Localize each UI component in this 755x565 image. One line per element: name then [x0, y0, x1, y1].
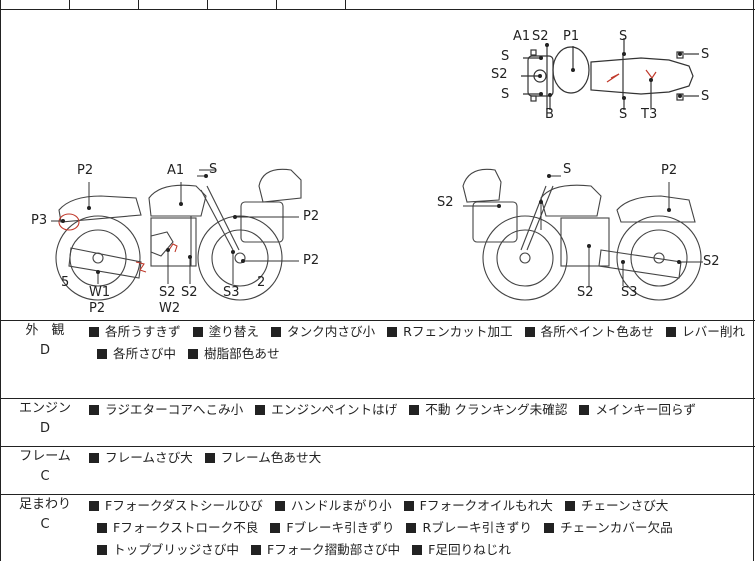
- condition-item: Fフォーク摺動部さび中: [243, 542, 400, 557]
- right-label-s2: S2: [703, 254, 720, 269]
- condition-item: 各所ペイント色あせ: [517, 324, 654, 339]
- condition-item: 各所うすきず: [89, 324, 181, 339]
- left-label-p2: P2: [77, 163, 94, 178]
- top-cell: [1, 0, 70, 9]
- right-label-s3: S3: [621, 285, 638, 300]
- condition-item: Fフォークオイルもれ大: [396, 498, 553, 513]
- motorcycle-left-view: [55, 168, 302, 301]
- top-cell: [69, 0, 139, 9]
- condition-row-engine: エンジン D ラジエターコアへこみ小 エンジンペイントはげ 不動 クランキング未…: [1, 398, 755, 447]
- condition-item: トップブリッジさび中: [89, 542, 239, 557]
- left-label-a1: A1: [167, 163, 185, 178]
- condition-item: 不動 クランキング未確認: [401, 402, 567, 417]
- left-label-s2: S2: [181, 285, 198, 300]
- top-label-s2: S2: [491, 67, 508, 82]
- condition-table: 外 観 D 各所うすきず 塗り替え タンク内さび小 Rフェンカット加工 各所ペイ…: [1, 320, 755, 565]
- top-label-s: S: [501, 49, 510, 64]
- condition-item: レバー削れ: [658, 324, 745, 339]
- left-label-p2: P2: [89, 301, 106, 316]
- left-label-p2: P2: [303, 209, 320, 224]
- top-label-s: S: [619, 107, 628, 122]
- left-label-s: S: [209, 162, 218, 177]
- condition-items: フレームさび大 フレーム色あせ大: [89, 446, 755, 495]
- top-label-s2: S2: [532, 29, 549, 44]
- condition-item: フレームさび大: [89, 450, 193, 465]
- condition-row-frame: フレーム C フレームさび大 フレーム色あせ大: [1, 446, 755, 495]
- right-label-s2: S2: [577, 285, 594, 300]
- left-label-p3: P3: [31, 213, 48, 228]
- left-label-w1: W1: [89, 285, 111, 300]
- condition-item: 塗り替え: [185, 324, 259, 339]
- right-label-p2: P2: [661, 163, 678, 178]
- condition-item: F足回りねじれ: [404, 542, 511, 557]
- motorcycle-illustration: [51, 38, 703, 301]
- category-name: 足まわり: [18, 497, 71, 512]
- condition-item: Rブレーキ引きずり: [398, 520, 532, 535]
- condition-items: 各所うすきず 塗り替え タンク内さび小 Rフェンカット加工 各所ペイント色あせ …: [89, 320, 755, 399]
- top-cell: [207, 0, 277, 9]
- top-cell: [138, 0, 208, 9]
- category-cell: エンジン D: [1, 398, 89, 447]
- category-name: 外 観: [25, 323, 65, 338]
- condition-item: メインキー回らず: [571, 402, 696, 417]
- top-label-b: B: [545, 107, 554, 122]
- condition-item: Fフォークダストシールひび: [89, 498, 263, 513]
- top-table-strip: [1, 0, 755, 10]
- category-grade: D: [39, 343, 50, 358]
- right-label-s: S: [563, 162, 572, 177]
- top-cell: [276, 0, 346, 9]
- category-cell: フレーム C: [1, 446, 89, 495]
- left-label-2: 2: [257, 275, 266, 290]
- condition-item: エンジンペイントはげ: [247, 402, 397, 417]
- condition-items: ラジエターコアへこみ小 エンジンペイントはげ 不動 クランキング未確認 メインキ…: [89, 398, 755, 447]
- top-label-a1: A1: [513, 29, 531, 44]
- top-label-s: S: [501, 87, 510, 102]
- top-label-s: S: [701, 89, 710, 104]
- category-name: エンジン: [18, 401, 71, 416]
- category-cell: 足まわり C: [1, 494, 89, 565]
- condition-item: Rフェンカット加工: [379, 324, 513, 339]
- condition-item: Fブレーキ引きずり: [262, 520, 394, 535]
- condition-item: チェーンカバー欠品: [536, 520, 673, 535]
- condition-item: 樹脂部色あせ: [180, 346, 280, 361]
- motorcycle-right-view: [462, 168, 702, 301]
- top-label-s: S: [701, 47, 710, 62]
- damage-diagram: A1 S2 P1 S S S2 S S B S T3 S P2 A1 S P2 …: [1, 10, 755, 320]
- category-grade: D: [39, 421, 50, 436]
- category-grade: C: [40, 469, 50, 484]
- condition-item: タンク内さび小: [263, 324, 375, 339]
- left-label-s2: S2: [159, 285, 176, 300]
- top-label-p1: P1: [563, 29, 580, 44]
- left-label-s3: S3: [223, 285, 240, 300]
- left-label-w2: W2: [159, 301, 181, 316]
- condition-item: ラジエターコアへこみ小: [89, 402, 243, 417]
- right-label-s2: S2: [437, 195, 454, 210]
- left-label-p2: P2: [303, 253, 320, 268]
- motorcycle-top-view: [521, 38, 699, 110]
- condition-item: チェーンさび大: [557, 498, 668, 513]
- condition-row-suspension: 足まわり C Fフォークダストシールひび ハンドルまがり小 Fフォークオイルもれ…: [1, 494, 755, 565]
- condition-item: 各所さび中: [89, 346, 176, 361]
- condition-item: Fフォークストローク不良: [89, 520, 258, 535]
- category-cell: 外 観 D: [1, 320, 89, 399]
- condition-row-exterior: 外 観 D 各所うすきず 塗り替え タンク内さび小 Rフェンカット加工 各所ペイ…: [1, 320, 755, 399]
- top-label-s: S: [619, 29, 628, 44]
- category-grade: C: [40, 517, 50, 532]
- top-label-t3: T3: [641, 107, 658, 122]
- condition-item: フレーム色あせ大: [197, 450, 321, 465]
- condition-items: Fフォークダストシールひび ハンドルまがり小 Fフォークオイルもれ大 チェーンさ…: [89, 494, 755, 565]
- left-label-5: 5: [61, 275, 70, 290]
- condition-item: ハンドルまがり小: [267, 498, 392, 513]
- category-name: フレーム: [19, 449, 71, 464]
